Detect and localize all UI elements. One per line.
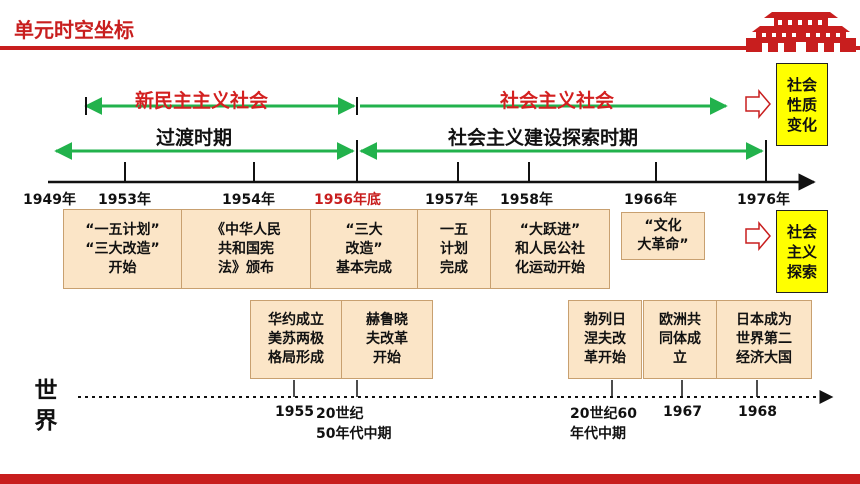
footer-bar bbox=[0, 474, 860, 484]
date-label: 1957年 bbox=[425, 192, 478, 208]
world-date-label: 1968 bbox=[738, 404, 777, 420]
world-event-box: 华约成立 美苏两极 格局形成 bbox=[250, 300, 342, 379]
world-event-box: 欧洲共 同体成 立 bbox=[643, 300, 717, 379]
date-label: 1966年 bbox=[624, 192, 677, 208]
period-label-transition: 过渡时期 bbox=[156, 127, 233, 149]
date-label: 1954年 bbox=[222, 192, 275, 208]
date-label: 1953年 bbox=[98, 192, 151, 208]
world-date-label: 1955 bbox=[275, 404, 314, 420]
header-divider bbox=[0, 46, 860, 50]
world-date-label: 1967 bbox=[663, 404, 702, 420]
period-label-new-democracy: 新民主主义社会 bbox=[135, 90, 269, 112]
world-label: 世 界 bbox=[34, 378, 58, 434]
side-box-nature-change: 社会 性质 变化 bbox=[776, 63, 828, 146]
china-event-box: “三大 改造” 基本完成 bbox=[310, 209, 418, 289]
china-event-box: “文化 大革命” bbox=[621, 212, 705, 260]
world-event-box: 日本成为 世界第二 经济大国 bbox=[716, 300, 812, 379]
date-label: 1949年 bbox=[23, 192, 76, 208]
world-event-box: 赫鲁晓 夫改革 开始 bbox=[341, 300, 433, 379]
hollow-right-arrow-icon bbox=[745, 220, 771, 252]
china-event-box: 《中华人民 共和国宪 法》颁布 bbox=[181, 209, 311, 289]
page-title: 单元时空坐标 bbox=[14, 18, 134, 42]
world-event-box: 勃列日 涅夫改 革开始 bbox=[568, 300, 642, 379]
side-box-exploration: 社会 主义 探索 bbox=[776, 210, 828, 293]
world-date-label: 20世纪60 年代中期 bbox=[570, 406, 637, 442]
tiananmen-gate-icon bbox=[746, 12, 856, 52]
date-label-highlight: 1956年底 bbox=[314, 192, 381, 208]
china-event-box: 一五 计划 完成 bbox=[417, 209, 491, 289]
china-event-box: “一五计划” “三大改造” 开始 bbox=[63, 209, 182, 289]
period-label-exploration: 社会主义建设探索时期 bbox=[448, 127, 639, 149]
hollow-right-arrow-icon bbox=[745, 88, 771, 120]
china-event-box: “大跃进” 和人民公社 化运动开始 bbox=[490, 209, 610, 289]
date-label: 1958年 bbox=[500, 192, 553, 208]
period-label-socialism: 社会主义社会 bbox=[500, 90, 615, 112]
world-date-label: 20世纪 50年代中期 bbox=[316, 406, 392, 442]
date-label: 1976年 bbox=[737, 192, 790, 208]
